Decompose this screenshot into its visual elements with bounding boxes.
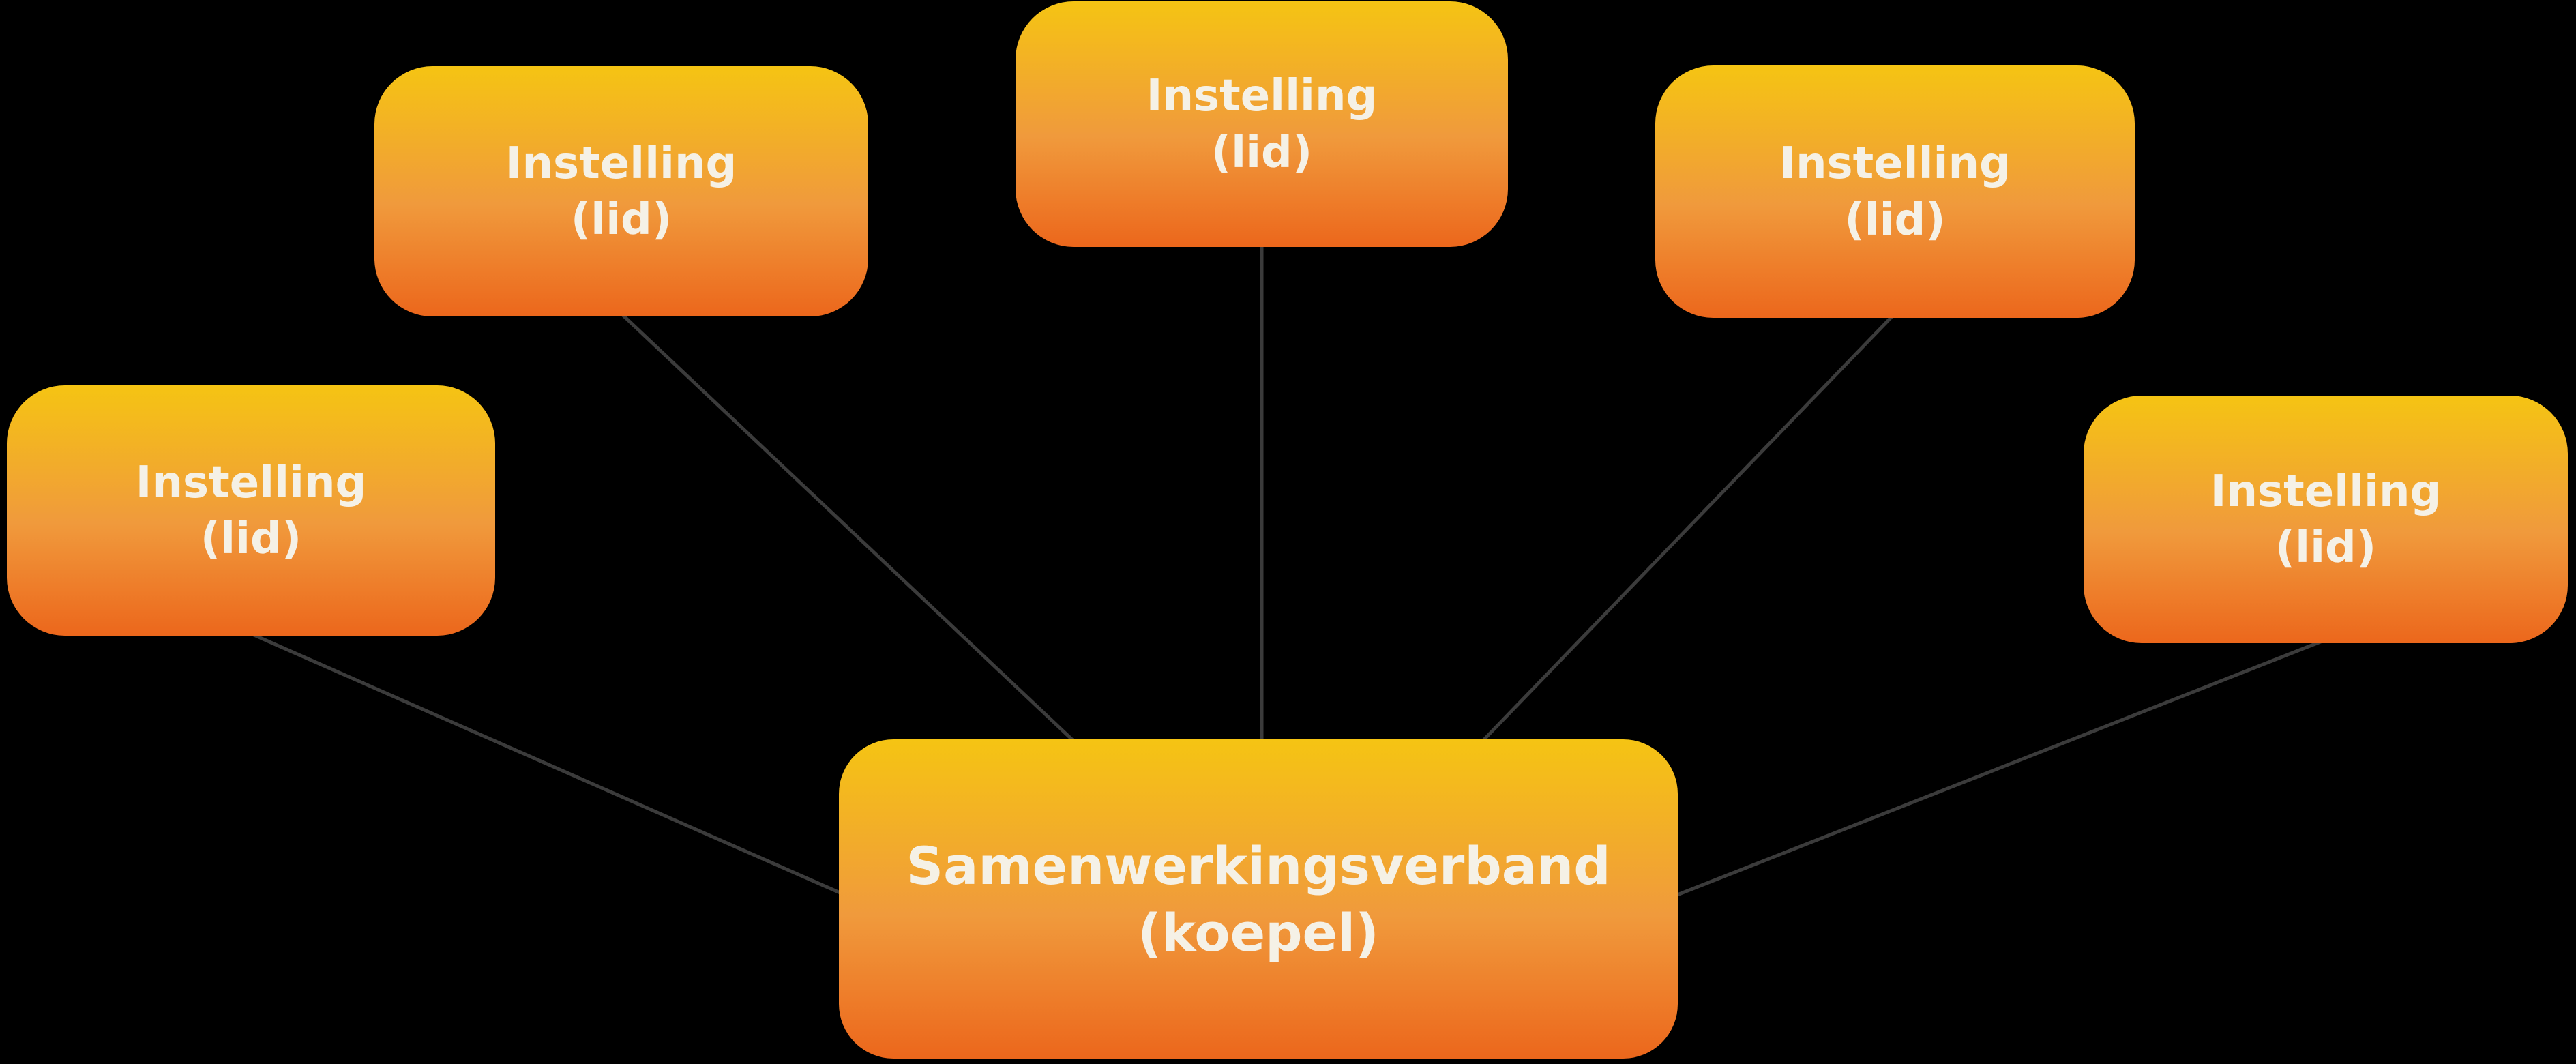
node-subtitle: (lid) xyxy=(1211,127,1313,178)
node-title: Instelling xyxy=(2210,466,2442,517)
node-title: Instelling xyxy=(135,457,367,508)
node-instelling-5: Instelling (lid) xyxy=(2084,396,2568,643)
node-instelling-3: Instelling (lid) xyxy=(1016,1,1508,247)
connector-instelling-5-to-koepel xyxy=(1602,638,2326,926)
node-subtitle: (lid) xyxy=(200,514,302,565)
node-title: Instelling xyxy=(505,138,737,189)
node-title: Samenwerkingsverband xyxy=(906,836,1611,897)
node-subtitle: (lid) xyxy=(570,194,672,246)
node-instelling-2: Instelling (lid) xyxy=(374,66,868,316)
connector-instelling-4-to-koepel xyxy=(1431,312,1896,795)
node-title: Instelling xyxy=(1779,138,2011,190)
node-title: Instelling xyxy=(1146,71,1378,122)
node-instelling-4: Instelling (lid) xyxy=(1655,65,2135,318)
node-subtitle: (koepel) xyxy=(1138,902,1379,963)
connector-instelling-2-to-koepel xyxy=(620,312,1127,791)
node-samenwerkingsverband: Samenwerkingsverband (koepel) xyxy=(839,739,1678,1059)
node-instelling-1: Instelling (lid) xyxy=(7,385,495,636)
node-subtitle: (lid) xyxy=(1844,194,1946,246)
connector-instelling-1-to-koepel xyxy=(251,632,922,930)
node-subtitle: (lid) xyxy=(2275,522,2377,574)
